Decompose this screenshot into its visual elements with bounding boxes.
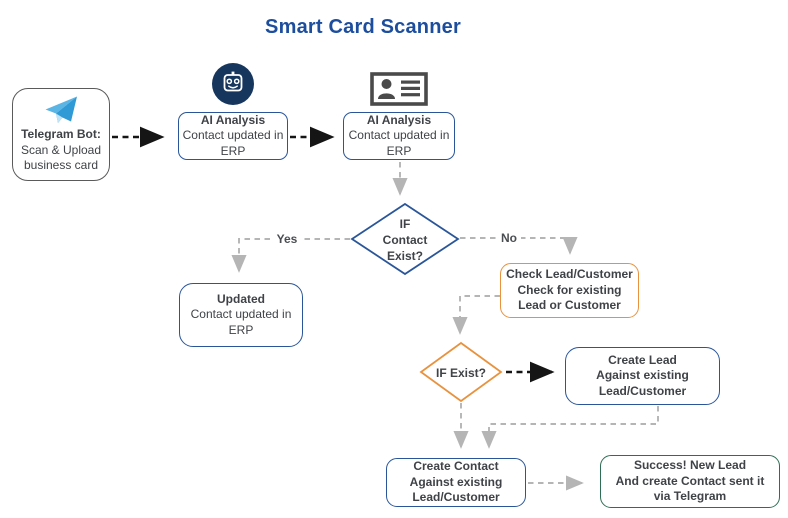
node-title: AI Analysis <box>366 112 432 127</box>
node-line: Create Lead <box>608 352 677 367</box>
node-line: Lead/Customer <box>598 383 687 398</box>
edge-check-to-ifexist <box>452 295 500 335</box>
node-check-lead-customer: Check Lead/Customer Check for existing L… <box>500 263 639 318</box>
node-ai-analysis-1: AI Analysis Contact updated in ERP <box>178 112 288 160</box>
node-line: via Telegram <box>653 489 727 504</box>
node-create-contact: Create Contact Against existing Lead/Cus… <box>386 458 526 507</box>
telegram-icon <box>45 96 77 124</box>
edge-label-no: No <box>497 231 521 245</box>
node-line: Success! New Lead <box>633 458 747 473</box>
edge-label-yes: Yes <box>272 232 302 246</box>
node-updated: Updated Contact updated in ERP <box>179 283 303 347</box>
node-line: Contact updated in <box>348 128 450 143</box>
node-line: Lead/Customer <box>412 490 500 505</box>
node-line: Contact updated in <box>182 128 284 143</box>
node-line: ERP <box>228 322 254 337</box>
node-line: And create Contact sent it <box>615 473 765 488</box>
node-title: Telegram Bot: <box>21 127 101 142</box>
node-line: ERP <box>220 143 246 158</box>
node-line: Create Contact <box>413 459 499 474</box>
node-line: Contact updated in <box>190 307 292 322</box>
node-telegram-bot: Telegram Bot: Scan & Upload business car… <box>12 88 110 181</box>
node-ai-analysis-2: AI Analysis Contact updated in ERP <box>343 112 455 160</box>
page-title: Smart Card Scanner <box>265 16 461 38</box>
node-line: ERP <box>386 143 412 158</box>
robot-icon <box>212 63 254 105</box>
node-line: business card <box>23 158 99 173</box>
decision-if-contact-exist-label: IF Contact Exist? <box>382 217 428 263</box>
node-line: Lead or Customer <box>518 298 621 313</box>
node-line: Against existing <box>409 474 503 489</box>
edge-ifcontact-no-to-check <box>460 236 578 255</box>
contact-card-icon <box>370 72 428 106</box>
node-title: AI Analysis <box>200 112 266 127</box>
decision-if-contact-exist <box>350 202 460 276</box>
edge-ifcontact-yes-to-updated <box>231 238 350 273</box>
decision-if-exist <box>419 341 503 403</box>
decision-if-exist-label: IF Exist? <box>435 366 487 380</box>
node-line: Against existing <box>596 368 689 383</box>
node-title: Updated <box>217 291 265 306</box>
node-success: Success! New Lead And create Contact sen… <box>600 455 780 508</box>
node-create-lead: Create Lead Against existing Lead/Custom… <box>565 347 720 405</box>
node-line: Check for existing <box>517 282 622 297</box>
edge-createlead-to-createcontact <box>481 406 659 449</box>
node-line: Check Lead/Customer <box>506 267 633 282</box>
node-line: Scan & Upload <box>20 142 102 157</box>
